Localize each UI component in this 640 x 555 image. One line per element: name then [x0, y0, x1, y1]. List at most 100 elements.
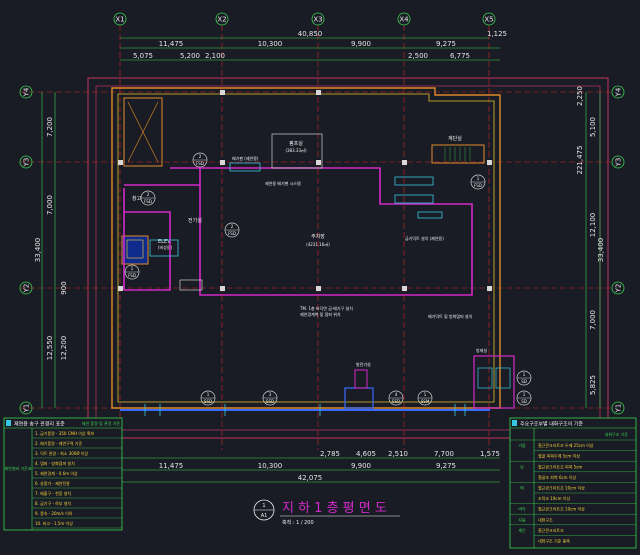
elev-label: ELEV. [158, 239, 172, 245]
title-num-top: 1 [262, 503, 265, 509]
title-block: 1 A1 지 하 1 층 평 면 도 축척 : 1 / 200 [253, 499, 400, 526]
parking-label: 주차장 [311, 233, 325, 240]
fsd-tag-5[interactable]: 1 FSD [470, 174, 486, 190]
dim-right-4: 5,825 [589, 375, 597, 395]
grid-label-y4: Y4 [23, 87, 31, 97]
dim-top2-4: 2,500 [408, 52, 428, 60]
svg-text:FSD: FSD [196, 161, 204, 166]
dim-top-4: 9,275 [436, 40, 456, 48]
supply-duct [149, 162, 443, 291]
stair-top-right [431, 144, 485, 164]
svg-text:FSD: FSD [228, 231, 236, 236]
dim-right-2: 12,100 [589, 213, 597, 238]
building-outer-wall [111, 87, 501, 409]
right-table-row: 철근콘크리트조 피복 5cm [538, 463, 582, 469]
right-table-header: 내화구조 기준 [605, 431, 629, 437]
svg-text:SSD: SSD [392, 399, 400, 404]
dim-top-5: 1,125 [487, 30, 507, 38]
stair-label: 계단실 [448, 135, 462, 142]
left-table-row: 9. 풍속 - 20m/s 이하 [35, 510, 73, 516]
dim-left-inner-1: 900 [60, 281, 68, 294]
pump-room [271, 133, 323, 169]
dim-right-outer: 33,400 [597, 238, 605, 263]
note-c: 급기덕트 설치 (제연용) [405, 235, 444, 241]
pump-room-label: 펌프실 [289, 140, 303, 147]
svg-text:1: 1 [477, 176, 480, 181]
note-exhaust: 제연용 배기팬 시스템 [265, 180, 301, 186]
grid-label-y2-right: Y2 [615, 284, 623, 294]
right-table-category: 벽 [520, 485, 524, 491]
note-d: 배기덕트 및 방화댐퍼 설치 [428, 313, 473, 319]
svg-text:4: 4 [395, 392, 398, 397]
grid-label-x4: X4 [399, 16, 409, 24]
room-a-label: 방재실 [476, 347, 487, 353]
svg-text:SSD: SSD [204, 399, 212, 404]
top-dimension-lines [120, 37, 500, 61]
dim-top2-1: 5,075 [133, 52, 153, 60]
riser [354, 369, 368, 389]
grid-label-y3: Y3 [23, 158, 31, 168]
right-table-category: 보 [520, 464, 524, 469]
drawing-title: 지 하 1 층 평 면 도 [282, 501, 387, 516]
storage-label: 창고 [132, 195, 142, 202]
left-notes-table: 제연용 송구 관경리 표준 제연 풍량 및 관경 기준 제연설비 기준표 1. … [3, 417, 123, 531]
svg-text:1: 1 [523, 392, 526, 397]
ssd-tag-3[interactable]: 4 SSD [388, 390, 404, 406]
svg-text:2: 2 [199, 154, 202, 159]
dim-right-3: 7,000 [589, 310, 597, 330]
ssm-tag[interactable]: 1 SSM [417, 390, 433, 406]
svg-text:1: 1 [131, 266, 134, 271]
stair-core-top-left [123, 97, 163, 167]
dim-bottom-6: 7,700 [434, 450, 454, 458]
dim-top-1: 11,475 [159, 40, 184, 48]
grid-label-y4-right: Y4 [615, 87, 623, 97]
grid-label-y1-right: Y1 [615, 404, 623, 414]
fsd-tag-4[interactable]: 1 FSD [124, 264, 140, 280]
dim-bottom-1: 11,475 [159, 462, 184, 470]
grid-bubbles-left: Y4 Y3 Y2 Y1 [19, 85, 33, 415]
svg-text:SD: SD [521, 399, 527, 404]
fsd-tag-3[interactable]: 2 FSD [224, 222, 240, 238]
right-table-category: 기둥 [518, 442, 526, 448]
title-num-bottom: A1 [261, 513, 268, 519]
building-inner-wall [117, 93, 495, 403]
left-table-row: 5. 제연경계 - 0.6m 이상 [35, 470, 78, 476]
pump-room-area: (383.33㎡) [285, 147, 307, 153]
site-boundary [87, 77, 609, 439]
dim-bottom-4: 4,605 [356, 450, 376, 458]
left-table-row: 6. 송풍기 - 제연전용 [35, 480, 70, 486]
left-dimension-lines [41, 92, 56, 408]
grid-label-x3: X3 [313, 16, 322, 24]
right-dimension-lines [585, 92, 601, 408]
svg-text:SSM: SSM [421, 399, 430, 404]
right-table-row: 내화구조 [538, 516, 553, 522]
dim-bottom2-3: 9,900 [351, 462, 371, 470]
svg-text:SSD: SSD [266, 399, 274, 404]
left-table-title: 제연용 송구 관경리 표준 [14, 421, 65, 428]
smoke-control-zones [123, 167, 473, 296]
dim-top-2: 10,300 [258, 40, 283, 48]
grid-bubbles-right: Y4 Y3 Y2 Y1 [611, 85, 625, 415]
sd-tag-1[interactable]: 1 SD [516, 370, 532, 386]
right-table-row: 내화구조 기준 충족 [538, 538, 570, 544]
elev-note: (비상용) [158, 244, 173, 250]
svg-text:FSD: FSD [144, 199, 152, 204]
ssd-tag-1[interactable]: 1 SSD [200, 390, 216, 406]
sd-tag-2[interactable]: 1 SD [516, 390, 532, 406]
fsd-tag-2[interactable]: 2 FSD [140, 190, 156, 206]
left-table-row: 3. 덕트 관경 - 최소 300Ø 이상 [35, 450, 88, 456]
left-table-row: 4. 댐퍼 - 방화댐퍼 설치 [35, 460, 75, 466]
left-table-label: 제연설비 기준표 [4, 465, 31, 471]
fsd-tag-1[interactable]: 2 FSD [192, 152, 208, 168]
right-table-row: 철골조 피복 6cm 이상 [538, 474, 577, 480]
elevator-shaft [121, 235, 149, 265]
right-table-title: 주요구조부별 내화구조의 기준 [520, 421, 583, 428]
ssd-tag-2[interactable]: 3 SSD [262, 390, 278, 406]
dim-bottom-5: 2,510 [388, 450, 408, 458]
dim-bottom-7: 1,575 [480, 450, 500, 458]
right-table-row: 철근콘크리트조 두께 25cm 이상 [538, 442, 594, 448]
left-table-row: 10. 비고 - 1.5m 이상 [35, 520, 73, 526]
svg-text:3: 3 [269, 392, 272, 397]
